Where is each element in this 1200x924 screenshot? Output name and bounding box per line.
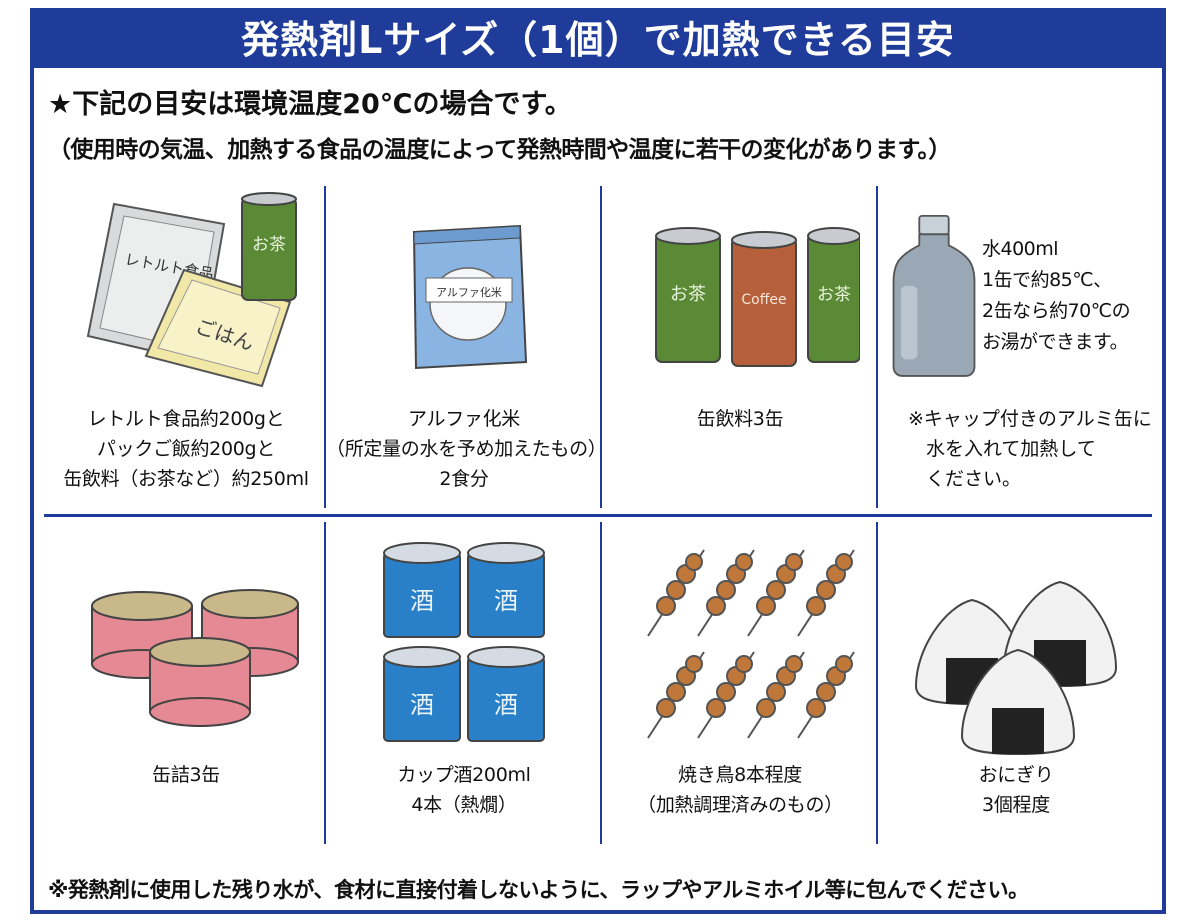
svg-text:アルファ化米: アルファ化米 <box>436 285 502 299</box>
cell-canned-food: 缶詰3缶 <box>48 518 324 854</box>
sake-cup-icon: 酒 <box>467 646 545 742</box>
divider <box>324 522 326 844</box>
water-description: 水400ml 1缶で約85℃、 2缶なら約70℃の お湯ができます。 <box>982 238 1131 353</box>
svg-text:酒: 酒 <box>410 587 434 615</box>
cell-caption: 缶飲料3缶 <box>696 408 784 430</box>
cell-caption: カップ酒200ml 4本（熱燗） <box>397 764 531 816</box>
cell-water: 水400ml 1缶で約85℃、 2缶なら約70℃の お湯ができます。 ※キャップ… <box>878 178 1154 514</box>
cell-can-drinks: お茶 Coffee お茶 缶飲料3缶 <box>602 178 878 514</box>
cell-caption: おにぎり 3個程度 <box>978 764 1054 816</box>
cell-cup-sake: 酒 酒 酒 酒 カップ酒200ml <box>326 518 602 854</box>
yakitori-skewer-icon <box>647 549 855 739</box>
divider <box>600 186 602 508</box>
variation-note: （使用時の気温、加熱する食品の温度によって発熱時間や温度に若干の変化があります。… <box>48 137 951 163</box>
cell-caption: アルファ化米 （所定量の水を予め加えたもの） 2食分 <box>326 408 607 490</box>
alpha-rice-bag-icon: アルファ化米 <box>412 224 528 370</box>
water-warning: ※キャップ付きのアルミ缶に 水を入れて加熱して ください。 <box>908 408 1152 490</box>
coffee-can-icon: Coffee <box>731 231 797 367</box>
aluminum-bottle-icon <box>892 214 976 377</box>
row-divider <box>44 514 1152 517</box>
cell-retort-rice-tea: レトルト食品 ごはん お茶 レトルト食品約200gと パックご飯約200gと 缶… <box>48 178 324 514</box>
svg-text:酒: 酒 <box>494 691 518 719</box>
onigiri-icon <box>960 648 1076 756</box>
sake-cup-icon: 酒 <box>383 542 461 638</box>
retort-rice-tea-illustration: レトルト食品 ごはん お茶 <box>86 192 297 388</box>
divider <box>876 186 878 508</box>
sake-cup-icon: 酒 <box>383 646 461 742</box>
tea-can-icon: お茶 <box>655 227 721 363</box>
cell-onigiri: おにぎり 3個程度 <box>878 518 1154 854</box>
svg-text:酒: 酒 <box>410 691 434 719</box>
svg-text:お茶: お茶 <box>252 235 286 255</box>
tea-can-icon: お茶 <box>241 192 297 301</box>
cell-caption: レトルト食品約200gと パックご飯約200gと 缶飲料（お茶など）約250ml <box>63 408 309 490</box>
cell-alpha-rice: アルファ化米 アルファ化米 （所定量の水を予め加えたもの） 2食分 <box>326 178 607 514</box>
svg-text:酒: 酒 <box>494 587 518 615</box>
onigiri-illustration <box>914 580 1118 756</box>
divider <box>324 186 326 508</box>
svg-text:お茶: お茶 <box>817 285 851 305</box>
page-title: 発熱剤Lサイズ（1個）で加熱できる目安 <box>34 12 1162 68</box>
info-panel: 発熱剤Lサイズ（1個）で加熱できる目安 ★下記の目安は環境温度20℃の場合です。… <box>30 8 1166 914</box>
divider <box>876 522 878 844</box>
wrap-food-note: ※発熱剤に使用した残り水が、食材に直接付着しないように、ラップやアルミホイル等に… <box>48 878 1029 902</box>
tin-can-icon <box>149 637 251 727</box>
food-grid: レトルト食品 ごはん お茶 レトルト食品約200gと パックご飯約200gと 缶… <box>34 178 1162 850</box>
svg-text:お茶: お茶 <box>670 284 706 305</box>
canned-food-illustration <box>91 589 299 727</box>
divider <box>600 522 602 844</box>
cell-caption: 缶詰3缶 <box>152 764 220 786</box>
svg-text:Coffee: Coffee <box>741 292 786 308</box>
cell-yakitori: 焼き鳥8本程度 （加熱調理済みのもの） <box>602 518 878 854</box>
yakitori-illustration <box>647 549 855 739</box>
temperature-note: ★下記の目安は環境温度20℃の場合です。 <box>48 89 572 120</box>
can-drinks-illustration: お茶 Coffee お茶 <box>655 227 860 367</box>
alpha-rice-illustration: アルファ化米 <box>412 224 528 370</box>
cell-caption: 焼き鳥8本程度 （加熱調理済みのもの） <box>637 764 843 816</box>
sake-cup-icon: 酒 <box>467 542 545 638</box>
cup-sake-illustration: 酒 酒 酒 酒 <box>383 542 545 742</box>
tea-can-icon: お茶 <box>807 227 860 363</box>
